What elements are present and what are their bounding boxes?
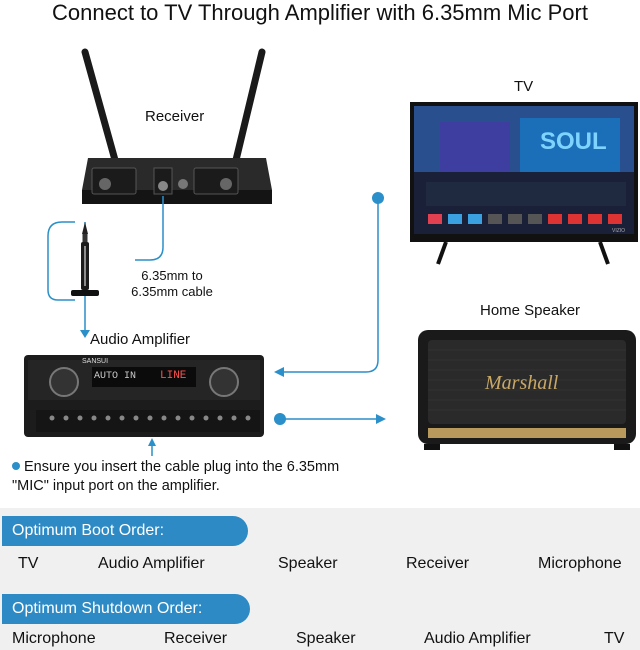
instruction-note: Ensure you insert the cable plug into th… (12, 458, 342, 496)
jack-plug-icon (71, 222, 99, 296)
shutdown-order-heading: Optimum Shutdown Order: (2, 594, 250, 624)
cable-label: 6.35mm to 6.35mm cable (131, 268, 213, 299)
amp-display-right: LINE (160, 370, 187, 382)
arrow-to-amplifier (274, 367, 284, 377)
amp-display-left: AUTO IN (94, 371, 137, 382)
boot-step-2: Audio Amplifier (98, 555, 205, 572)
boot-step-5: Microphone (538, 555, 622, 572)
boot-order-sequence: TV Audio Amplifier Speaker Receiver Micr… (0, 553, 640, 575)
shutdown-step-3: Speaker (296, 630, 356, 647)
shutdown-step-2: Receiver (164, 630, 228, 647)
instruction-text: Ensure you insert the cable plug into th… (12, 459, 340, 494)
amplifier-label: Audio Amplifier (90, 331, 191, 348)
shutdown-order-sequence: Microphone Receiver Speaker Audio Amplif… (0, 628, 640, 650)
speaker-brand: Marshall (485, 372, 559, 394)
boot-step-3: Speaker (278, 555, 338, 572)
tv-link-line (282, 192, 384, 373)
speaker-device (418, 330, 636, 450)
shutdown-step-5: TV (604, 630, 625, 647)
receiver-label: Receiver (145, 108, 205, 125)
tv-device (410, 102, 638, 265)
boot-step-4: Receiver (406, 555, 470, 572)
boot-order-heading: Optimum Boot Order: (2, 516, 248, 546)
tv-brand: VIZIO (612, 228, 626, 234)
order-panel: Optimum Boot Order: TV Audio Amplifier S… (0, 508, 640, 650)
boot-step-1: TV (18, 555, 39, 572)
bullet-icon (12, 462, 20, 470)
arrow-down-to-amplifier (80, 330, 90, 338)
amp-brand: SANSUI (82, 358, 109, 365)
amplifier-device (24, 355, 264, 437)
shutdown-step-1: Microphone (12, 630, 96, 647)
speaker-link-line (274, 413, 386, 425)
page-title: Connect to TV Through Amplifier with 6.3… (52, 0, 588, 25)
receiver-device (81, 48, 272, 204)
tv-label: TV (514, 78, 534, 95)
shutdown-step-4: Audio Amplifier (424, 630, 531, 647)
tv-movie-title: SOUL (540, 128, 607, 155)
home-speaker-label: Home Speaker (480, 302, 581, 319)
cable-line (47, 196, 164, 330)
mic-port-pointer-icon (148, 438, 156, 446)
